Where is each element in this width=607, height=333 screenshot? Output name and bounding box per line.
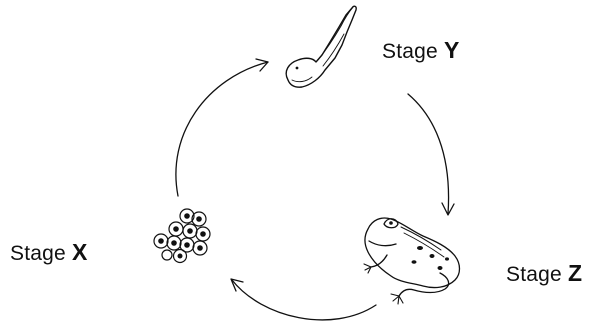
cycle-arrows [176, 59, 454, 320]
frog-image [364, 218, 460, 304]
frog-hind-toes [391, 294, 403, 304]
tadpole-eye [296, 67, 299, 70]
tadpole-image [286, 6, 356, 87]
frog-hind-leg [399, 273, 449, 296]
eggs-image [154, 209, 210, 263]
frog-front-toes [364, 264, 371, 273]
frog-mouth [369, 241, 396, 246]
arrow-x-to-y [176, 62, 268, 196]
arrow-z-to-x [232, 280, 376, 320]
arrow-y-to-z [408, 94, 449, 214]
frog-spots [412, 246, 450, 270]
tadpole-belly-line [292, 77, 312, 82]
